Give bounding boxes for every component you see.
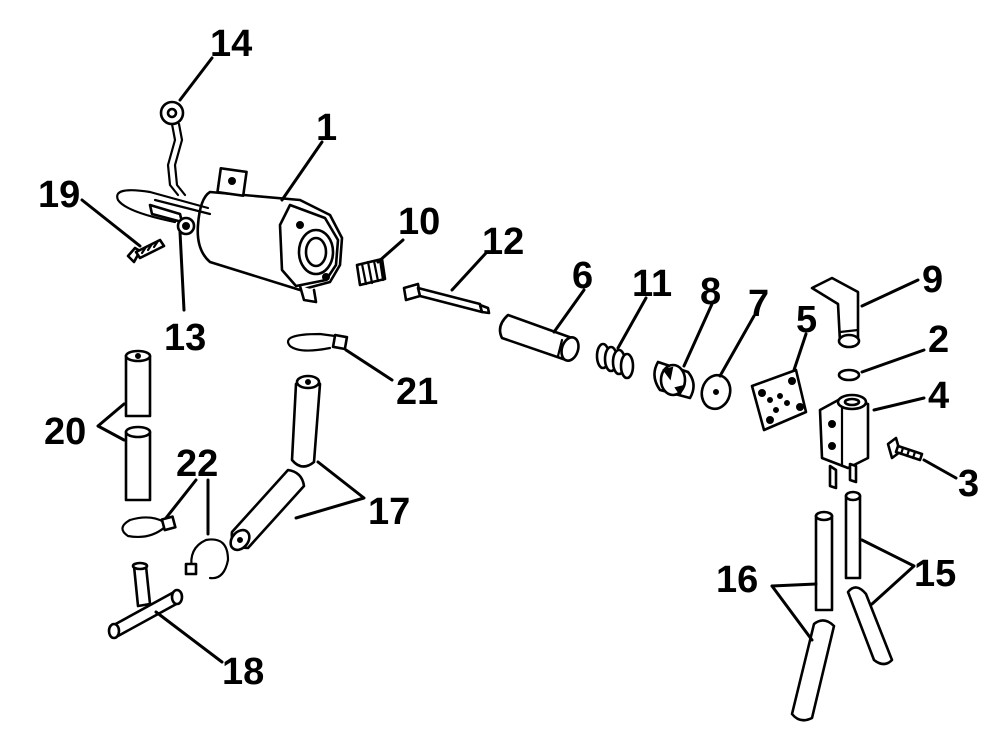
leader-12 (450, 251, 488, 292)
hose-right-upper-part (844, 490, 862, 580)
leader-lines (80, 56, 958, 664)
t-fitting-part (107, 561, 184, 640)
plunger-pin-part (402, 282, 491, 315)
hose-left-lower-part (790, 619, 836, 722)
callout-18: 18 (222, 651, 264, 693)
o-ring-part (837, 368, 861, 382)
callout-12: 12 (482, 221, 524, 263)
leader-5 (792, 332, 808, 372)
clamp-right-part (184, 538, 230, 580)
callout-10: 10 (398, 201, 440, 243)
callout-13: 13 (164, 317, 206, 359)
leader-20 (96, 402, 126, 442)
callout-labels: 14 1 19 13 10 12 6 11 8 7 5 9 2 4 3 21 2… (38, 23, 979, 693)
leader-17 (294, 460, 366, 520)
callout-4: 4 (928, 375, 949, 417)
callout-16: 16 (716, 559, 758, 601)
hose-piece-upper-part (124, 349, 152, 418)
hose-piece-lower-part (124, 425, 152, 502)
leader-9 (860, 278, 920, 308)
ground-wire-part (159, 100, 187, 197)
leader-1 (280, 140, 324, 202)
leader-14 (178, 56, 214, 102)
callout-21: 21 (396, 371, 438, 413)
solenoid-body-part (196, 167, 344, 304)
callout-2: 2 (928, 319, 949, 361)
leader-15 (860, 538, 916, 606)
callout-15: 15 (914, 553, 956, 595)
spring-small-part (355, 257, 387, 287)
valve-housing-part (818, 393, 870, 490)
leader-13 (178, 230, 186, 312)
leader-2 (860, 348, 926, 374)
screw-right-part (886, 436, 924, 462)
leader-10 (376, 238, 405, 264)
leader-22 (164, 478, 210, 536)
callout-9: 9 (922, 259, 943, 301)
screw-left-part (126, 238, 166, 264)
gasket-plate-part (750, 368, 808, 432)
hose-lower-part (229, 468, 306, 552)
leader-7 (718, 314, 756, 378)
callout-17: 17 (368, 491, 410, 533)
callout-19: 19 (38, 174, 80, 216)
leader-16 (770, 582, 818, 642)
callout-1: 1 (316, 107, 337, 149)
callout-7: 7 (748, 283, 769, 325)
callout-5: 5 (796, 299, 817, 341)
leader-18 (154, 610, 224, 664)
hose-upper-part (290, 374, 322, 468)
leader-8 (682, 302, 714, 368)
callout-11: 11 (632, 263, 672, 305)
collar-nut-part (653, 360, 695, 400)
hose-right-lower-part (846, 586, 894, 666)
plunger-tube-part (498, 313, 580, 362)
spring-medium-part (595, 342, 635, 380)
leader-19 (80, 198, 142, 248)
callout-8: 8 (700, 271, 721, 313)
elbow-fitting-part (810, 276, 861, 349)
leader-11 (616, 296, 648, 350)
leader-21 (344, 348, 394, 382)
callout-20: 20 (44, 411, 86, 453)
callout-3: 3 (958, 463, 979, 505)
clamp-left-part (121, 515, 177, 539)
hose-left-upper-part (814, 510, 834, 612)
leader-4 (872, 396, 926, 412)
callout-14: 14 (210, 23, 252, 65)
callout-22: 22 (176, 443, 218, 485)
callout-6: 6 (572, 255, 593, 297)
clamp-upper-part (287, 332, 349, 352)
diaphragm-disc-part (700, 373, 732, 411)
leader-6 (552, 288, 586, 334)
leader-3 (922, 458, 958, 480)
lead-wire-part (116, 189, 212, 236)
